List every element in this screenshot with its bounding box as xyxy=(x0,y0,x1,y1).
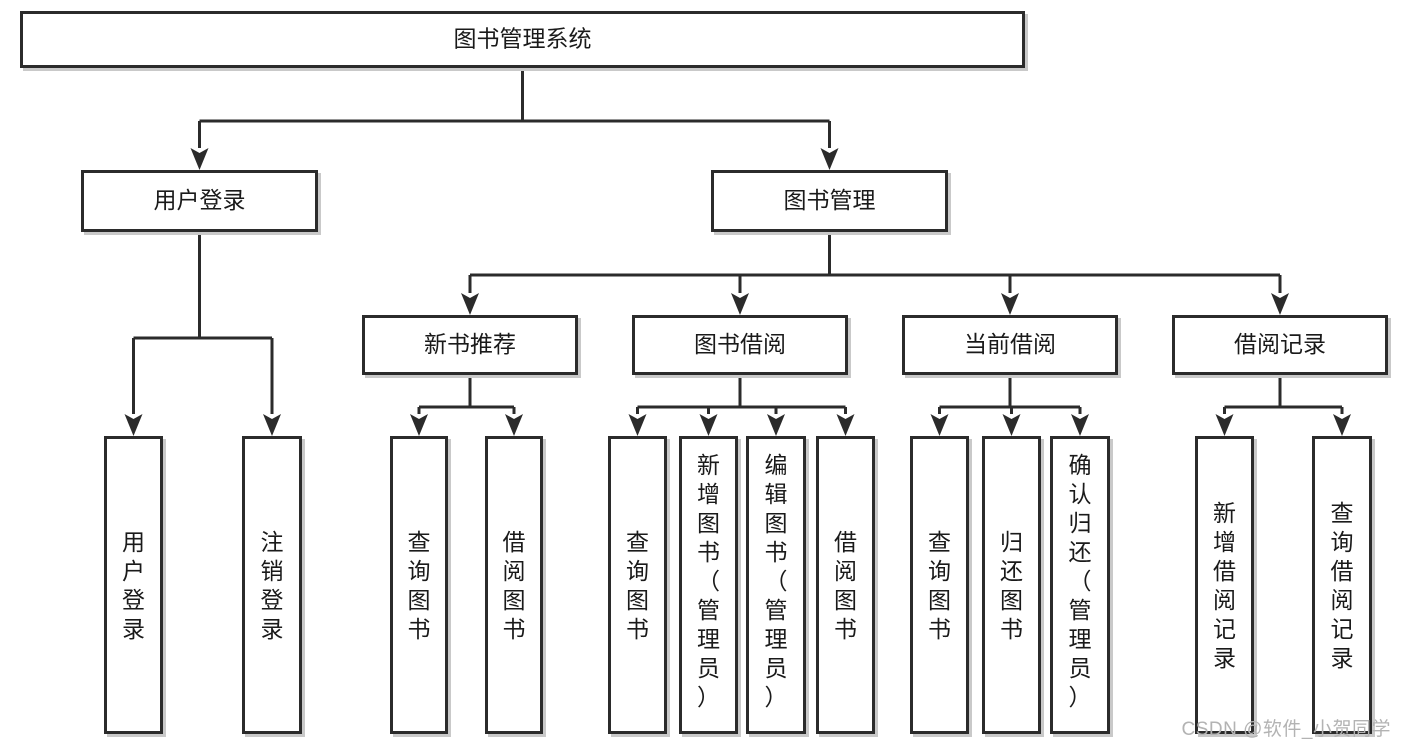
node-label: 图书管理 xyxy=(784,187,876,213)
node-box xyxy=(902,315,1118,375)
node-leaf-query-book-3[interactable]: 查询图书 xyxy=(910,436,973,738)
node-box xyxy=(1050,436,1110,734)
node-box xyxy=(362,315,578,375)
node-leaf-borrow-book-1[interactable]: 借阅图书 xyxy=(485,436,547,738)
node-label: 图书借阅 xyxy=(694,331,786,357)
node-box xyxy=(982,436,1041,734)
node-root[interactable]: 图书管理系统 xyxy=(20,11,1029,72)
node-leaf-return-book[interactable]: 归还图书 xyxy=(982,436,1045,738)
connector-layer xyxy=(124,68,1351,436)
node-box xyxy=(816,436,875,734)
node-label: 查询图书 xyxy=(626,529,649,642)
node-box xyxy=(711,170,948,232)
node-label: 查询借阅记录 xyxy=(1331,500,1354,671)
node-label: 新增借阅记录 xyxy=(1213,500,1236,671)
node-label: 注销登录 xyxy=(261,529,284,642)
node-box xyxy=(20,11,1025,68)
node-leaf-confirm-return[interactable]: 确认归还（管理员） xyxy=(1050,436,1114,738)
node-box xyxy=(608,436,667,734)
node-label: 借阅图书 xyxy=(834,529,857,642)
node-box xyxy=(746,436,806,734)
node-leaf-query-record[interactable]: 查询借阅记录 xyxy=(1312,436,1376,738)
node-label: 确认归还（管理员） xyxy=(1069,452,1092,710)
node-box xyxy=(104,436,163,734)
node-label: 当前借阅 xyxy=(964,331,1056,357)
node-leaf-user-login[interactable]: 用户登录 xyxy=(104,436,167,738)
node-leaf-query-book-2[interactable]: 查询图书 xyxy=(608,436,671,738)
node-leaf-query-book-1[interactable]: 查询图书 xyxy=(390,436,452,738)
node-borrow-record[interactable]: 借阅记录 xyxy=(1172,315,1392,379)
node-label: 新增图书（管理员） xyxy=(697,452,720,710)
node-label: 借阅记录 xyxy=(1234,331,1326,357)
node-box xyxy=(81,170,318,232)
node-box xyxy=(1172,315,1388,375)
node-user-login[interactable]: 用户登录 xyxy=(81,170,322,236)
node-label: 查询图书 xyxy=(408,529,431,642)
node-new-book-rec[interactable]: 新书推荐 xyxy=(362,315,582,379)
node-book-manage[interactable]: 图书管理 xyxy=(711,170,952,236)
node-book-borrow[interactable]: 图书借阅 xyxy=(632,315,852,379)
node-box xyxy=(485,436,543,734)
node-leaf-borrow-book-2[interactable]: 借阅图书 xyxy=(816,436,879,738)
node-label: 查询图书 xyxy=(928,529,951,642)
node-box xyxy=(679,436,738,734)
node-layer: 图书管理系统用户登录图书管理新书推荐图书借阅当前借阅借阅记录用户登录注销登录查询… xyxy=(20,11,1392,738)
node-label: 借阅图书 xyxy=(503,529,526,642)
node-leaf-edit-book[interactable]: 编辑图书（管理员） xyxy=(746,436,810,738)
node-label: 新书推荐 xyxy=(424,331,516,357)
node-box xyxy=(1312,436,1372,734)
node-leaf-add-book[interactable]: 新增图书（管理员） xyxy=(679,436,742,738)
node-box xyxy=(390,436,448,734)
node-box xyxy=(632,315,848,375)
node-label: 归还图书 xyxy=(1000,529,1023,642)
node-box xyxy=(242,436,302,734)
node-label: 用户登录 xyxy=(154,187,246,213)
node-label: 用户登录 xyxy=(122,529,145,642)
node-current-borrow[interactable]: 当前借阅 xyxy=(902,315,1122,379)
node-label: 图书管理系统 xyxy=(454,26,592,52)
node-box xyxy=(1195,436,1254,734)
node-box xyxy=(910,436,969,734)
node-leaf-add-record[interactable]: 新增借阅记录 xyxy=(1195,436,1258,738)
node-label: 编辑图书（管理员） xyxy=(765,452,788,710)
node-leaf-user-logout[interactable]: 注销登录 xyxy=(242,436,306,738)
